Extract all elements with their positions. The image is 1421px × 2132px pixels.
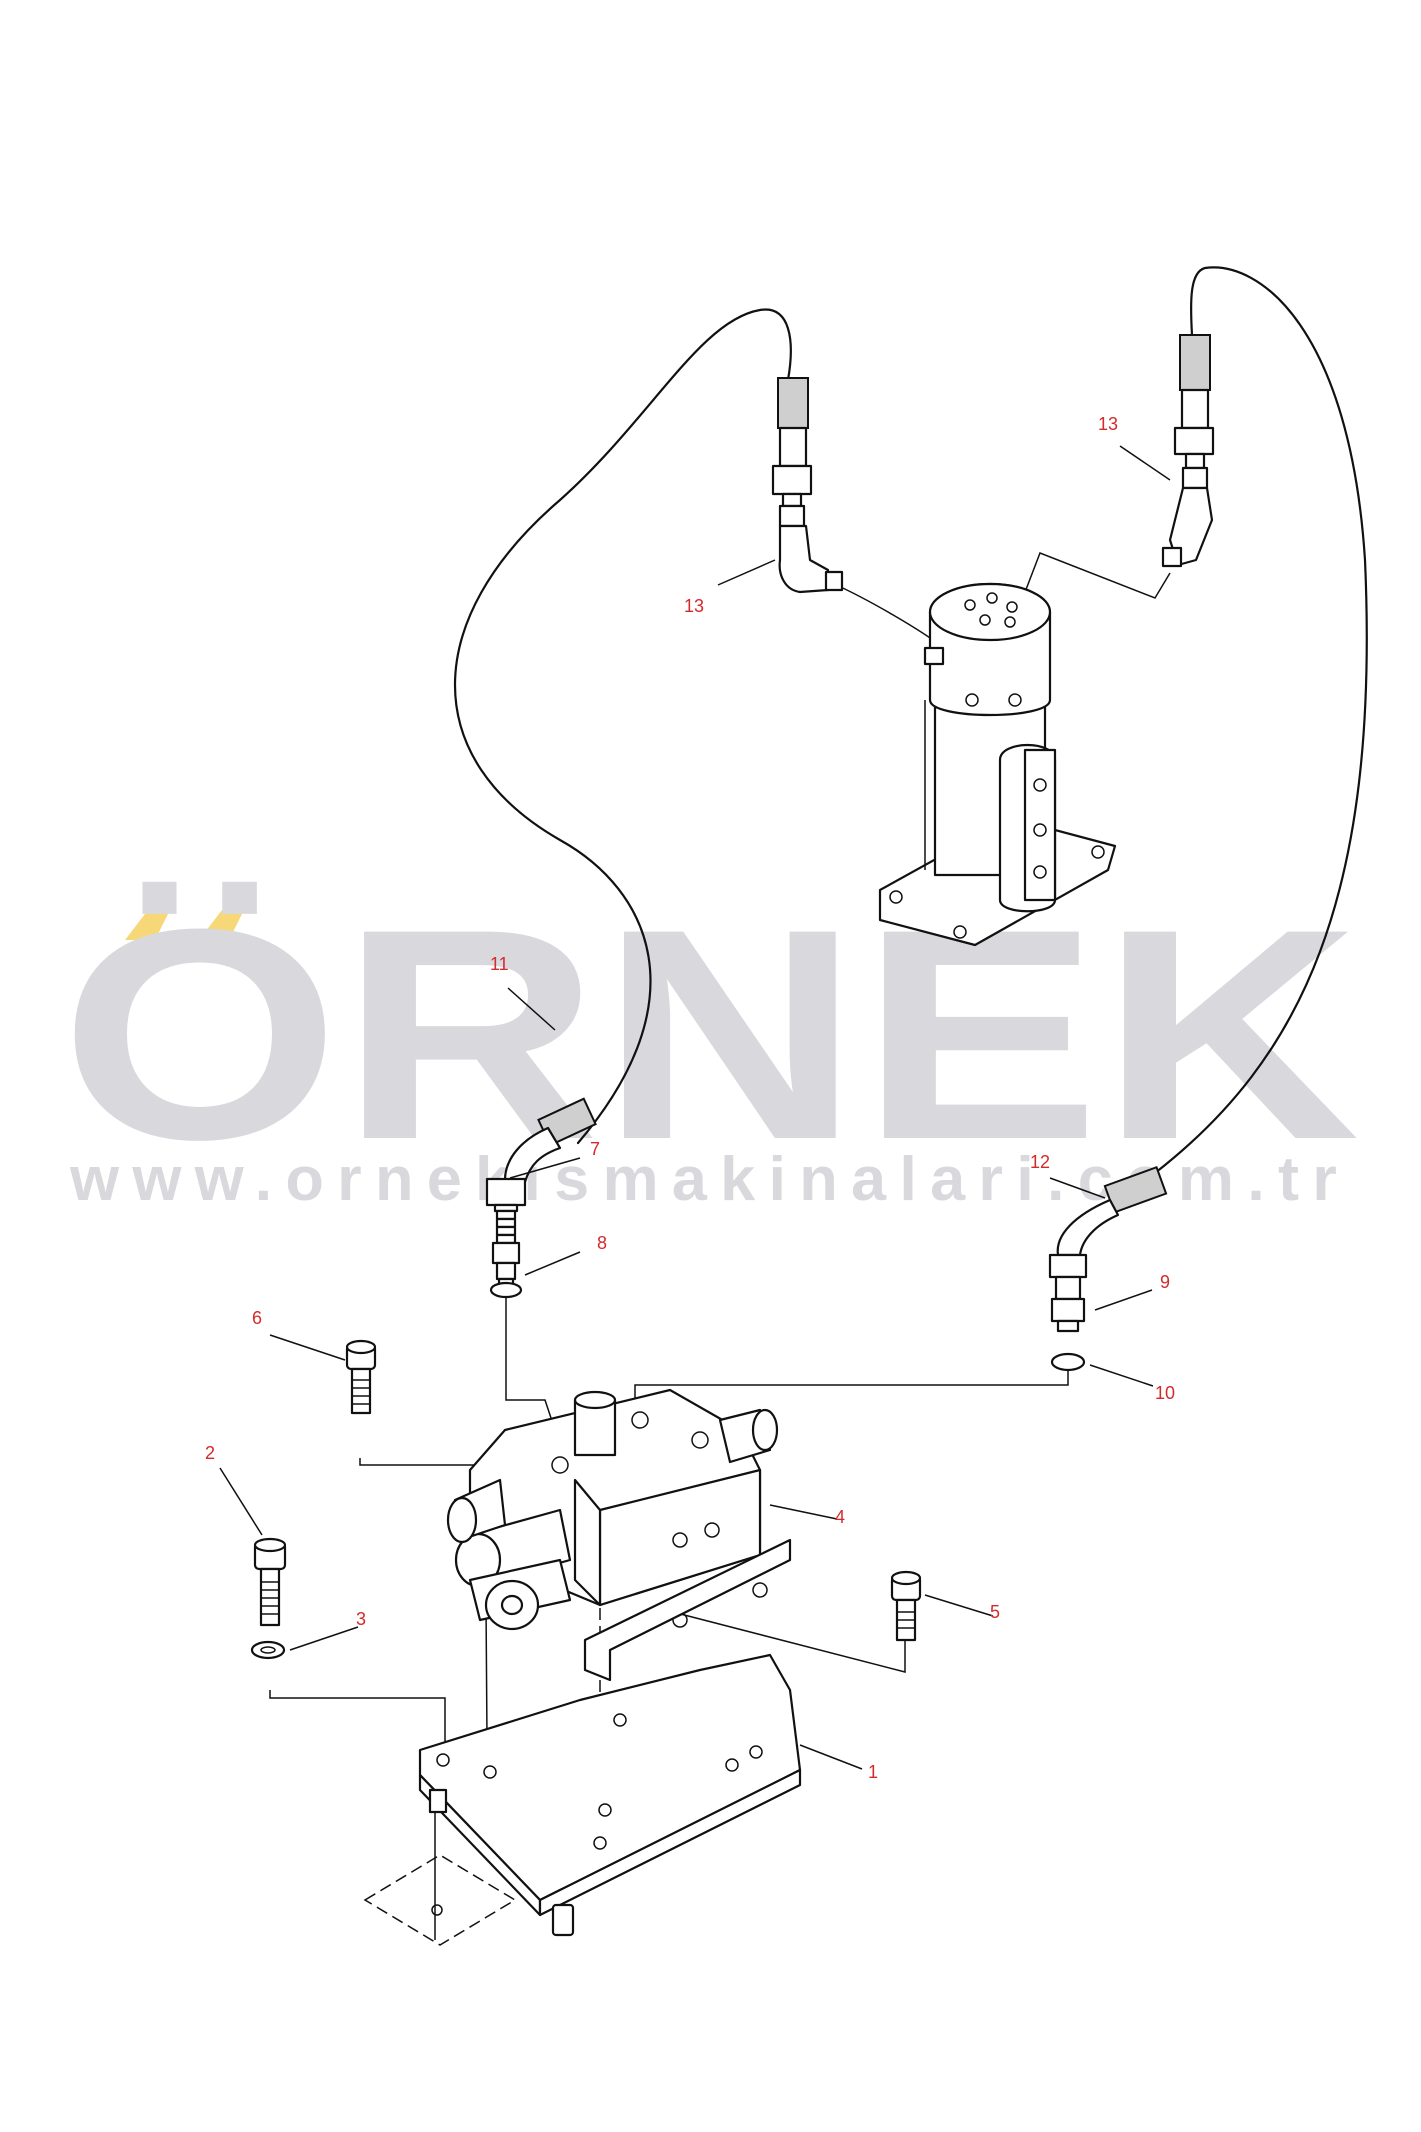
fitting-left-lower: [485, 1097, 597, 1299]
callout-4: 4: [835, 1507, 845, 1527]
bolt-5: [890, 1570, 922, 1642]
watermark-accent-mark: [125, 910, 170, 940]
callouts: 1 2 3 4 5 6 7 8 9 10 11 12 13 13: [205, 414, 1175, 1782]
hose-left: [454, 308, 792, 1145]
leader-lines: [219, 445, 1171, 1770]
watermark: ÖRNEK www.ornekismakinalari.com.tr: [60, 866, 1360, 1214]
callout-1: 1: [868, 1762, 878, 1782]
bolt-6: [345, 1339, 377, 1415]
tube-to-swivel-right: [1021, 552, 1171, 601]
callout-9: 9: [1160, 1272, 1170, 1292]
callout-10: 10: [1155, 1383, 1175, 1403]
watermark-accent-mark: [199, 910, 244, 940]
callout-2: 2: [205, 1443, 215, 1463]
swivel-joint: [878, 582, 1117, 947]
bolt-2: [253, 1537, 287, 1627]
callout-6: 6: [252, 1308, 262, 1328]
fitting-right-lower: [1048, 1165, 1168, 1372]
floor-marker: [363, 1854, 517, 1946]
hose-lines: [454, 266, 1368, 1175]
callout-12: 12: [1030, 1152, 1050, 1172]
washer-3: [250, 1640, 286, 1660]
callout-11: 11: [490, 954, 509, 974]
fitting-top-left: [771, 377, 844, 594]
callout-8: 8: [597, 1233, 607, 1253]
callout-5: 5: [990, 1602, 1000, 1622]
control-valve: [446, 1388, 792, 1682]
tube-to-swivel-left: [831, 582, 941, 646]
fitting-top-right: [1161, 334, 1215, 568]
callout-3: 3: [356, 1609, 366, 1629]
base-plate: [418, 1653, 802, 1937]
hose-right: [1153, 266, 1368, 1175]
watermark-brand: ÖRNEK: [60, 866, 1360, 1202]
callout-13-right: 13: [1098, 414, 1118, 434]
callout-13-left: 13: [684, 596, 704, 616]
callout-7: 7: [590, 1139, 600, 1159]
